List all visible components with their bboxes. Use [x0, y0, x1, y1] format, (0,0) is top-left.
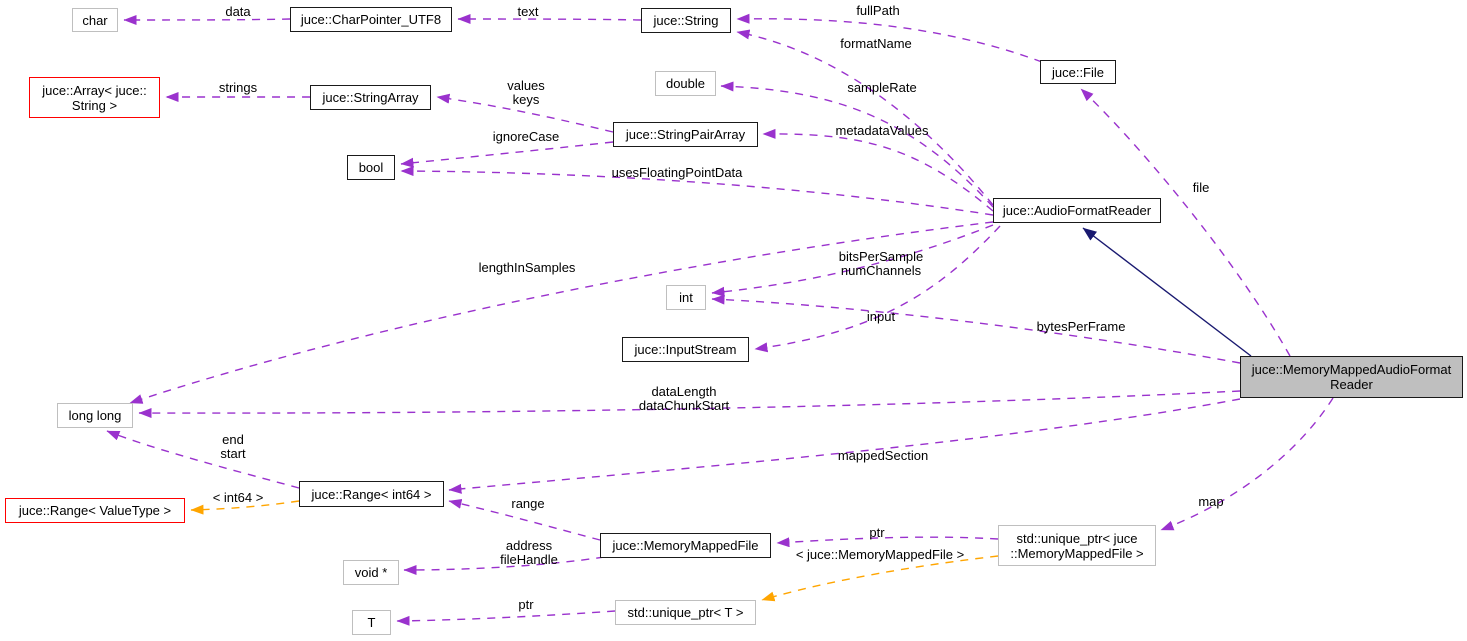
edge-ptr-t — [396, 610, 616, 626]
node-file[interactable]: juce::File — [1040, 60, 1116, 84]
edge-bytesperframe — [711, 294, 1241, 364]
edge-label-range: range — [511, 496, 545, 511]
edge-label-lengthinsamples: lengthInSamples — [478, 260, 576, 275]
edge-ptr-mmf — [776, 536, 999, 548]
edge-mappedsection — [448, 398, 1241, 494]
node-void-ptr: void * — [343, 560, 399, 585]
edge-address-filehandle — [403, 556, 605, 575]
node-t: T — [352, 610, 391, 635]
node-bool[interactable]: bool — [347, 155, 395, 180]
node-memorymappedfile[interactable]: juce::MemoryMappedFile — [600, 533, 771, 558]
edge-label-bytesperframe: bytesPerFrame — [1036, 319, 1126, 334]
node-string[interactable]: juce::String — [641, 8, 731, 33]
edge-label-bitspersample-numchannels: bitsPerSample numChannels — [838, 249, 924, 278]
edge-label-input: input — [866, 309, 896, 324]
edge-data — [123, 14, 291, 25]
edge-lengthinsamples — [129, 221, 994, 404]
edge-template-mmf — [761, 555, 999, 602]
edge-label-int64-param: < int64 > — [212, 490, 264, 505]
node-double: double — [655, 71, 716, 96]
node-stringarray[interactable]: juce::StringArray — [310, 85, 431, 110]
node-unique-ptr-mmf: std::unique_ptr< juce ::MemoryMappedFile… — [998, 525, 1156, 566]
edge-label-strings: strings — [218, 80, 258, 95]
node-stringpairarray[interactable]: juce::StringPairArray — [613, 122, 758, 147]
edge-label-address-filehandle: address fileHandle — [500, 538, 558, 567]
edge-label-map: map — [1198, 494, 1224, 509]
node-array-string[interactable]: juce::Array< juce:: String > — [29, 77, 160, 118]
edge-datalength — [138, 390, 1241, 419]
edge-label-text: text — [517, 4, 539, 19]
edge-label-ptr-mmf: ptr — [869, 525, 885, 540]
edge-label-samplerate: sampleRate — [847, 80, 917, 95]
node-range-int64[interactable]: juce::Range< int64 > — [299, 481, 444, 507]
edge-label-values-keys: values keys — [507, 78, 545, 107]
edge-label-end-start: end start — [220, 432, 246, 461]
edge-label-ignorecase: ignoreCase — [492, 129, 560, 144]
edge-template-int64 — [190, 500, 300, 515]
node-range-valuetype[interactable]: juce::Range< ValueType > — [5, 498, 185, 523]
edge-map — [1160, 397, 1334, 531]
edge-label-datalength-datachunkstart: dataLength dataChunkStart — [638, 384, 730, 413]
node-long-long: long long — [57, 403, 133, 428]
node-int: int — [666, 285, 706, 310]
edge-label-metadatavalues: metadataValues — [835, 123, 929, 138]
edge-label-mmf-param: < juce::MemoryMappedFile > — [795, 547, 965, 562]
edge-samplerate — [720, 81, 994, 208]
node-inputstream[interactable]: juce::InputStream — [622, 337, 749, 362]
edge-text — [457, 14, 642, 25]
edge-metadatavalues — [762, 128, 994, 212]
edge-label-fullpath: fullPath — [856, 3, 900, 18]
edge-label-usesfloatingpointdata: usesFloatingPointData — [611, 165, 743, 180]
node-memorymappedaudioformatreader: juce::MemoryMappedAudioFormat Reader — [1240, 356, 1463, 398]
edge-label-ptr-t: ptr — [518, 597, 534, 612]
edge-ignorecase — [400, 141, 614, 168]
edge-label-data: data — [225, 4, 251, 19]
node-charpointer-utf8[interactable]: juce::CharPointer_UTF8 — [290, 7, 452, 32]
edge-usesfloatingpointdata — [400, 166, 994, 216]
node-unique-ptr-t: std::unique_ptr< T > — [615, 600, 756, 625]
edge-inheritance — [1082, 227, 1252, 357]
edge-file — [1080, 88, 1291, 357]
edge-label-file: file — [1192, 180, 1210, 195]
edge-values-keys — [436, 93, 614, 133]
node-char: char — [72, 8, 118, 32]
edge-formatname — [736, 29, 994, 206]
edge-end-start — [106, 430, 300, 489]
edge-input — [754, 225, 1001, 353]
node-audioformatreader[interactable]: juce::AudioFormatReader — [993, 198, 1161, 223]
edge-label-formatname: formatName — [840, 36, 912, 51]
edge-range — [448, 498, 601, 541]
edge-label-mappedsection: mappedSection — [837, 448, 929, 463]
